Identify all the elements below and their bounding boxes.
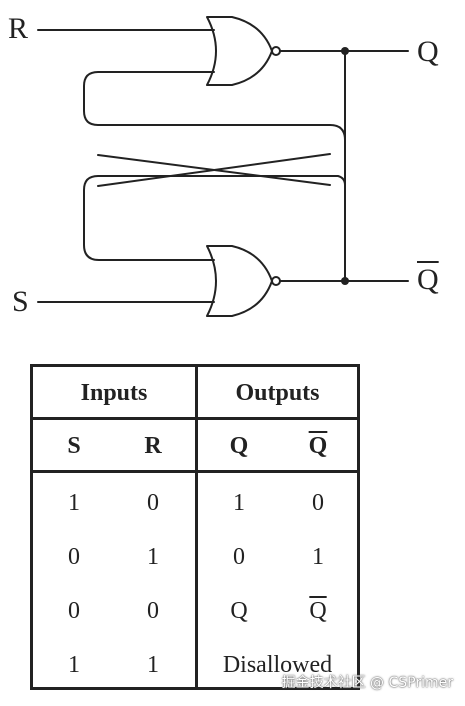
bottom-nor-gate [206,245,273,317]
qbar-junction-dot [341,277,349,285]
row-2-q: 0 [233,544,245,570]
top-nor-gate [206,16,273,86]
row-4-r: 1 [147,652,159,678]
bottom-nor-bubble [271,276,281,286]
truth-table: Inputs Outputs S R Q Q 1 0 1 0 0 1 0 1 0… [30,364,360,690]
q-label: Q [417,35,439,68]
sr-latch-circuit [37,16,409,317]
row-1-s: 1 [68,490,80,516]
table-divider-vertical [195,367,198,687]
row-3-qbar: Q [309,598,327,624]
row-2-r: 1 [147,544,159,570]
s-label: S [12,285,29,318]
group-inputs: Inputs [80,380,148,406]
row-2-s: 0 [68,544,80,570]
feedback-qbar-wire [83,71,346,282]
watermark: 掘金技术社区 @ CSPrimer [281,675,453,691]
row-1-q: 1 [233,490,245,516]
row-4-s: 1 [68,652,80,678]
header-s: S [67,433,81,459]
row-3-q: Q [230,598,248,624]
cross-wire-b [97,153,331,187]
row-3-s: 0 [68,598,80,624]
row-1-r: 0 [147,490,159,516]
feedback-q-wire [83,50,346,261]
qbar-label: Q [417,263,439,296]
group-outputs: Outputs [235,380,320,406]
top-nor-bubble [271,46,281,56]
row-4-outputs: Disallowed [222,652,333,678]
header-r: R [144,433,162,459]
row-3-r: 0 [147,598,159,624]
header-q: Q [229,433,249,459]
q-junction-dot [341,47,349,55]
row-2-qbar: 1 [312,544,324,570]
row-1-qbar: 0 [312,490,324,516]
r-label: R [8,12,29,45]
header-qbar: Q [308,433,328,459]
